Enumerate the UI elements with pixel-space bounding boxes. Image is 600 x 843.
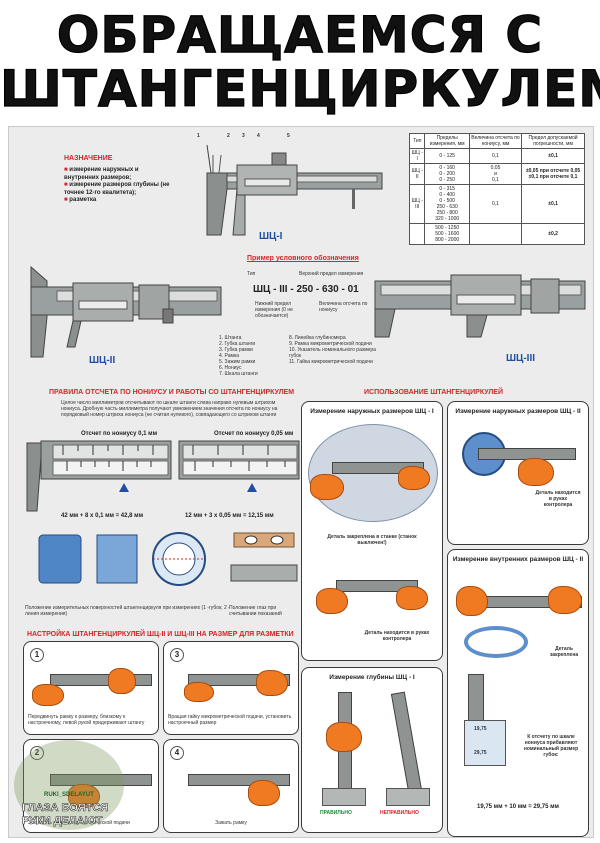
designation-lower-label: Нижний предел измерения (0 не обозначает… bbox=[255, 301, 293, 319]
purpose-list: ■ измерение наружных и внутренних размер… bbox=[64, 167, 174, 205]
page-title-line2: ШТАНГЕНЦИРКУЛЕМ bbox=[0, 59, 600, 118]
designation-code: ШЦ - III - 250 - 630 - 01 bbox=[253, 284, 359, 295]
usage-formula: 19,75 мм + 10 мм = 29,75 мм bbox=[476, 804, 559, 810]
usage-caption-fixed: Деталь закреплена bbox=[549, 646, 579, 658]
page-title-line1: ОБРАЩАЕМСЯ С bbox=[56, 5, 544, 64]
reading-text: Целое число миллиметров отсчитывают по ш… bbox=[61, 400, 278, 418]
purpose-item: ■ измерение наружных и внутренних размер… bbox=[64, 167, 139, 181]
caliper-sc3-illustration bbox=[371, 267, 589, 367]
purpose-title: НАЗНАЧЕНИЕ bbox=[64, 155, 113, 162]
step-number-3: 3 bbox=[170, 648, 184, 662]
step-number-2: 2 bbox=[30, 746, 44, 760]
watermark-tag: RUKI_SDELAYUT bbox=[44, 792, 94, 798]
purpose-item: ■ разметка bbox=[64, 197, 97, 203]
reading-title: ПРАВИЛА ОТСЧЕТА ПО НОНИУСУ И РАБОТЫ СО Ш… bbox=[49, 389, 295, 396]
watermark-line1: ГЛАЗА БОЯТСЯ bbox=[22, 802, 109, 815]
usage-panel-title: Измерение внутренних размеров ШЦ - II bbox=[452, 556, 584, 563]
model-label-sc3: ШЦ-III bbox=[506, 353, 536, 364]
model-label-sc2: ШЦ-II bbox=[89, 355, 116, 366]
step-number-4: 4 bbox=[170, 746, 184, 760]
usage-panel-title: Измерение наружных размеров ШЦ - I bbox=[310, 408, 434, 415]
reading-right-caption: Отсчет по нониусу 0,05 мм bbox=[214, 431, 294, 437]
setup-title: НАСТРОЙКА ШТАНГЕНЦИРКУЛЕЙ ШЦ-II И ШЦ-III… bbox=[27, 631, 294, 638]
designation-value-label: Величина отсчета по нониусу bbox=[319, 301, 368, 313]
usage-panel-title: Измерение наружных размеров ШЦ - II bbox=[455, 408, 581, 415]
usage-panel-sc1-outer: Измерение наружных размеров ШЦ - I Детал… bbox=[301, 401, 443, 661]
step-text-2: Закрепить рамку микрометрической подачи bbox=[28, 820, 130, 826]
poster: НАЗНАЧЕНИЕ ■ измерение наружных и внутре… bbox=[8, 126, 594, 838]
usage-panel-title: Измерение глубины ШЦ - I bbox=[329, 674, 415, 681]
watermark-line2: РУКИ ДЕЛАЮТ bbox=[22, 815, 103, 828]
watermark-badge bbox=[14, 740, 124, 830]
usage-note: К отсчету по шкале нониуса прибавляют но… bbox=[523, 734, 579, 758]
usage-title: ИСПОЛЬЗОВАНИЕ ШТАНГЕНЦИРКУЛЕЙ bbox=[364, 389, 503, 396]
usage-panel-depth: Измерение глубины ШЦ - I ПРАВИЛЬНО НЕПРА… bbox=[301, 667, 443, 833]
table-row: 500 - 1250 500 - 1600 800 - 2000±0,2 bbox=[408, 223, 585, 245]
caliper-sc1-illustration bbox=[187, 135, 387, 245]
reading-arrow-right bbox=[247, 483, 257, 492]
inner-value-2: 29,75 bbox=[474, 750, 487, 756]
measuring-surfaces-illustration bbox=[19, 525, 299, 605]
purpose-item: ■ измерение размеров глубины (не точнее … bbox=[64, 182, 170, 196]
usage-caption-machine: Деталь закреплена в станке (станок выклю… bbox=[327, 534, 417, 546]
usage-caption-hands: Деталь находится в руках контролера bbox=[364, 630, 430, 642]
designation-upper-label: Верхний предел измерения bbox=[299, 271, 364, 277]
step-text-4: Зажать рамку bbox=[215, 820, 247, 826]
usage-caption-sc2: Деталь находится в руках контролера bbox=[535, 490, 581, 508]
vernier-illustrations bbox=[23, 423, 303, 513]
setup-step-panel-2: 2 Закрепить рамку микрометрической подач… bbox=[23, 739, 159, 833]
setup-step-panel-4: 4 Зажать рамку bbox=[163, 739, 299, 833]
step-text-1: Передвинуть рамку к размеру, близкому к … bbox=[28, 714, 145, 726]
eye-caption: Положение глаз при считывании показаний bbox=[229, 605, 282, 617]
inner-value-1: 19,75 bbox=[474, 726, 487, 732]
model-label-sc1: ШЦ-I bbox=[259, 231, 283, 242]
label-wrong: НЕПРАВИЛЬНО bbox=[380, 810, 419, 816]
reading-left-formula: 42 мм + 8 х 0,1 мм = 42,8 мм bbox=[61, 513, 144, 519]
setup-step-panel-3: 3 Вращая гайку микрометрической подачи, … bbox=[163, 641, 299, 735]
setup-step-panel-1: 1 Передвинуть рамку к размеру, близкому … bbox=[23, 641, 159, 735]
label-correct: ПРАВИЛЬНО bbox=[320, 810, 352, 816]
designation-title: Пример условного обозначения bbox=[247, 255, 359, 262]
reading-left-caption: Отсчет по нониусу 0,1 мм bbox=[81, 431, 158, 437]
surfaces-caption: Положение измерительных поверхностей шта… bbox=[25, 605, 230, 617]
reading-right-formula: 12 мм + 3 х 0,05 мм = 12,15 мм bbox=[185, 513, 274, 519]
designation-type-label: Тип bbox=[247, 271, 256, 277]
reading-arrow-left bbox=[119, 483, 129, 492]
usage-panel-sc2-inner: Измерение внутренних размеров ШЦ - II Де… bbox=[447, 549, 589, 837]
usage-panel-sc2-outer: Измерение наружных размеров ШЦ - II Дета… bbox=[447, 401, 589, 545]
step-number-1: 1 bbox=[30, 648, 44, 662]
caliper-sc2-illustration bbox=[17, 257, 227, 367]
step-text-3: Вращая гайку микрометрической подачи, ус… bbox=[168, 714, 292, 726]
